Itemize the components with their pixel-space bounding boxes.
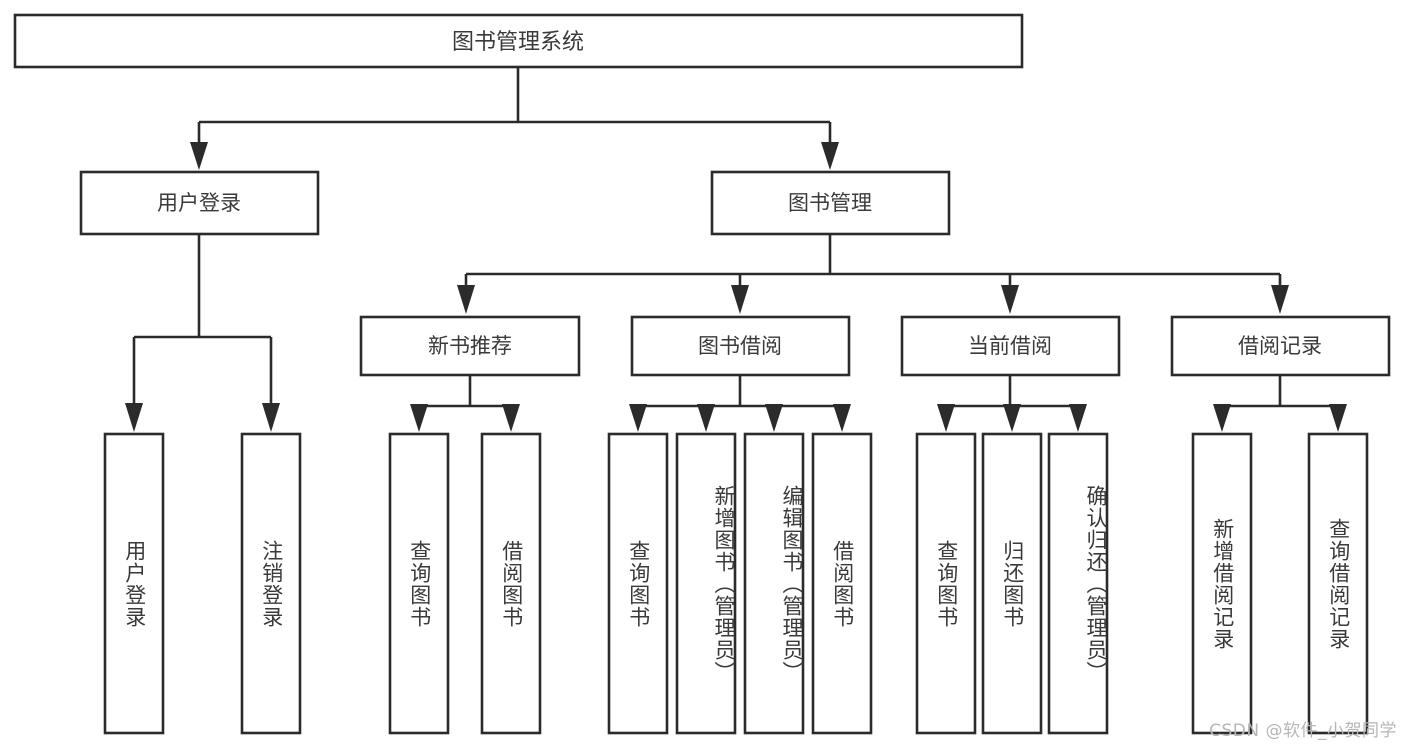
connector-group-borrow-record [1213,375,1347,432]
arrow-root-to-user-login [190,142,208,170]
connector-group-book-borrow [629,375,851,432]
node-book-borrow-label: 图书借阅 [698,334,782,358]
node-leaf-query-book-2-box[interactable] [607,432,669,735]
node-leaf-query-book-1-box[interactable] [388,432,450,735]
connector-group-new-book-recommend [410,375,520,432]
node-leaf-user-login-box[interactable] [103,432,165,735]
node-new-book-recommend[interactable]: 新书推荐 [359,315,581,377]
node-current-borrow[interactable]: 当前借阅 [900,315,1121,377]
node-root[interactable]: 图书管理系统 [13,13,1024,69]
node-leaf-add-record-box[interactable] [1191,432,1253,735]
arrow-root-to-book-manage [821,142,839,170]
node-leaf-confirm-return-box[interactable] [1047,432,1109,735]
connector-group-root [190,67,839,170]
arrow-bb-leaf2 [697,404,715,432]
node-book-borrow[interactable]: 图书借阅 [630,315,851,377]
node-book-manage-label: 图书管理 [788,191,872,215]
node-current-borrow-box[interactable] [900,315,1121,377]
node-new-book-recommend-label: 新书推荐 [428,334,512,358]
node-leaf-query-book-3-box[interactable] [915,432,977,735]
node-root-box[interactable] [13,13,1024,69]
arrow-bm-to-book-borrow [731,285,749,314]
node-leaf-borrow-book-1-box[interactable] [480,432,542,735]
arrow-bm-to-borrow-record [1271,285,1289,314]
arrow-bb-leaf1 [629,404,647,432]
node-book-manage-box[interactable] [710,170,951,236]
node-leaf-borrow-book-2-box[interactable] [811,432,873,735]
arrow-cb-leaf2 [1003,404,1021,432]
node-book-manage[interactable]: 图书管理 [710,170,951,236]
arrow-bb-leaf3 [765,404,783,432]
node-leaf-logout-box[interactable] [240,432,302,735]
arrow-cb-leaf3 [1069,404,1087,432]
node-leaf-query-record-box[interactable] [1307,432,1369,735]
arrow-user-login-leaf1 [125,403,143,432]
arrow-br-leaf1 [1213,404,1231,432]
node-user-login[interactable]: 用户登录 [79,170,320,236]
arrow-br-leaf2 [1329,404,1347,432]
arrow-user-login-leaf2 [262,403,280,432]
node-borrow-record-box[interactable] [1170,315,1391,377]
node-leaf-return-book-box[interactable] [981,432,1043,735]
node-user-login-label: 用户登录 [157,191,241,215]
node-root-label: 图书管理系统 [452,30,584,55]
connector-group-current-borrow [937,375,1087,432]
arrow-bm-to-current-borrow [1001,285,1019,314]
watermark-text: CSDN @软件_小贺同学 [1209,721,1397,741]
arrow-bb-leaf4 [833,404,851,432]
connector-group-user-login [125,234,280,432]
connector-group-book-manage [457,234,1289,314]
node-new-book-recommend-box[interactable] [359,315,581,377]
node-leaf-add-book-box[interactable] [675,432,737,735]
node-user-login-box[interactable] [79,170,320,236]
node-borrow-record-label: 借阅记录 [1238,334,1322,358]
arrow-nbr-leaf1 [410,404,428,432]
arrow-cb-leaf1 [937,404,955,432]
node-borrow-record[interactable]: 借阅记录 [1170,315,1391,377]
node-current-borrow-label: 当前借阅 [968,334,1052,358]
node-leaf-edit-book-box[interactable] [743,432,805,735]
node-book-borrow-box[interactable] [630,315,851,377]
arrow-nbr-leaf2 [502,404,520,432]
arrow-bm-to-new-book [457,285,475,314]
